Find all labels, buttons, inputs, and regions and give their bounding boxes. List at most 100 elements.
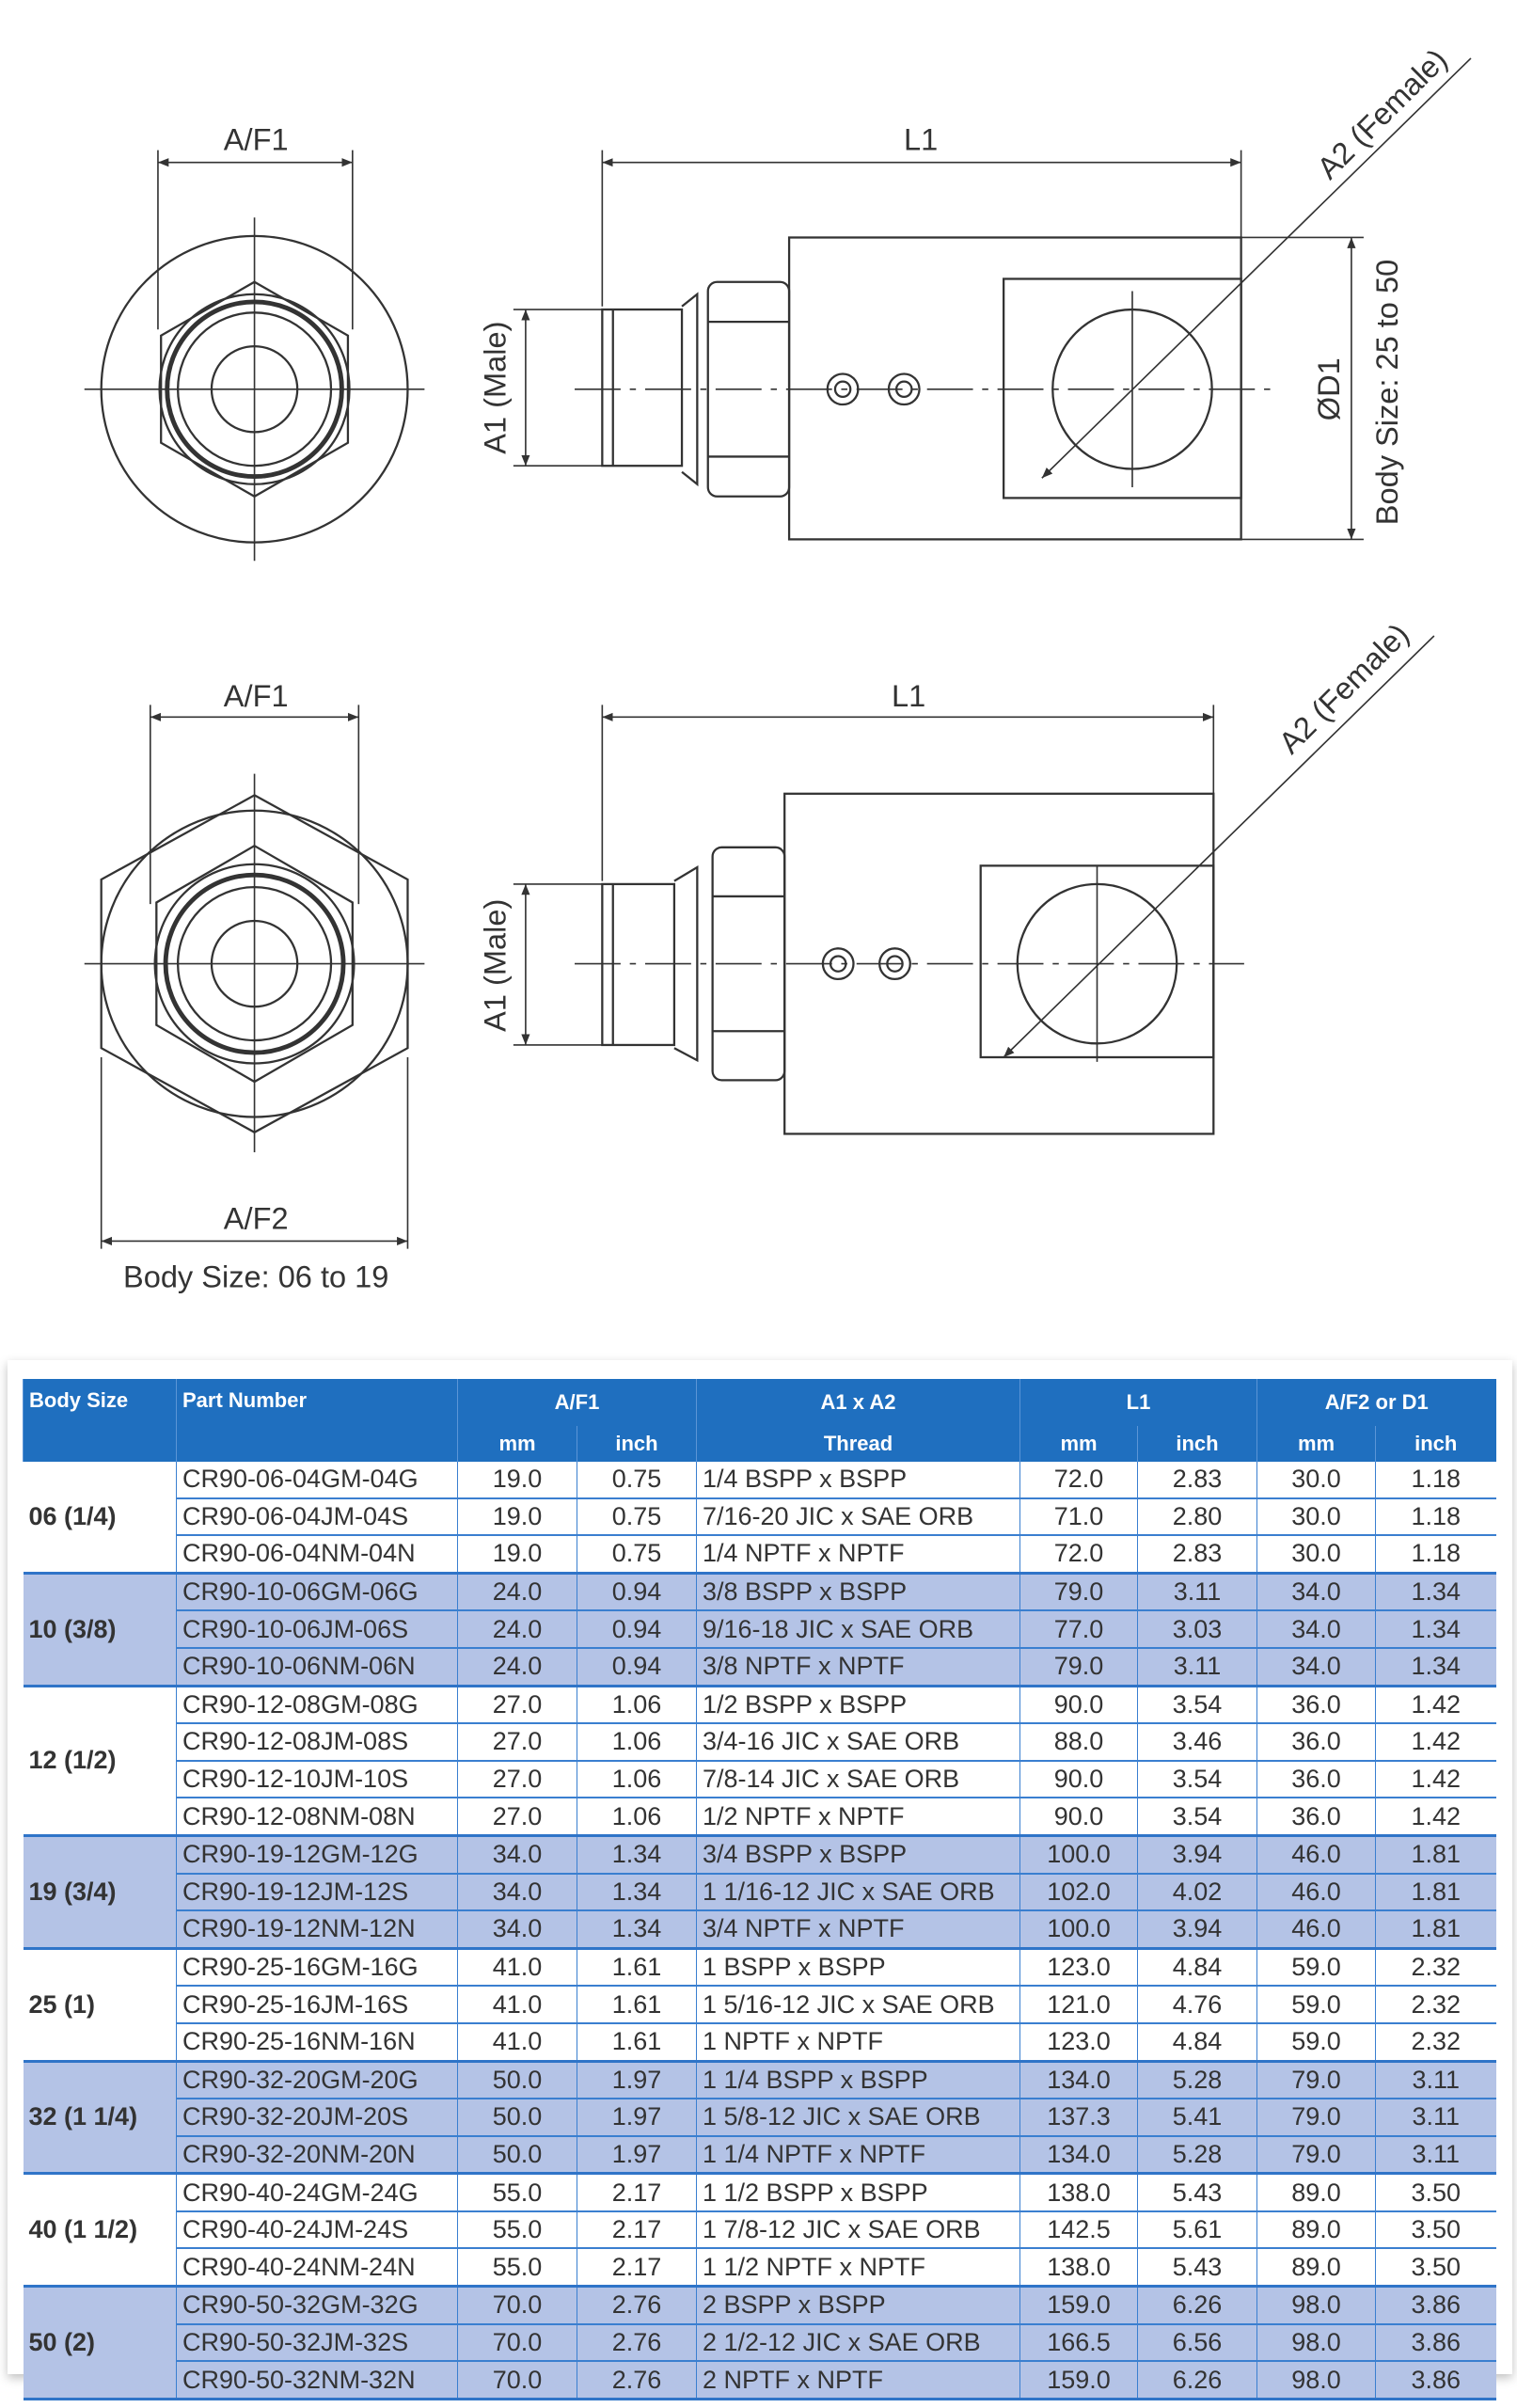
body-size-cell: 25 (1) bbox=[23, 1948, 177, 2063]
af1-inch-cell: 2.17 bbox=[577, 2210, 697, 2250]
af2d1-mm-cell: 89.0 bbox=[1256, 2248, 1376, 2289]
part-number-cell: CR90-10-06NM-06N bbox=[176, 1647, 458, 1687]
body-size-cell: 06 (1/4) bbox=[23, 1462, 177, 1575]
l1-mm-cell: 123.0 bbox=[1019, 1948, 1138, 1988]
part-number-cell: CR90-12-10JM-10S bbox=[176, 1760, 458, 1799]
part-number-cell: CR90-32-20GM-20G bbox=[176, 2061, 458, 2100]
part-number-cell: CR90-32-20NM-20N bbox=[176, 2135, 458, 2176]
l1-inch-cell: 2.83 bbox=[1137, 1535, 1257, 1575]
l1-inch-cell: 4.84 bbox=[1137, 1948, 1257, 1988]
af1-mm-cell: 19.0 bbox=[457, 1462, 577, 1499]
l1-inch-cell: 2.80 bbox=[1137, 1497, 1257, 1537]
part-number-cell: CR90-10-06JM-06S bbox=[176, 1610, 458, 1649]
thread-cell: 3/4 BSPP x BSPP bbox=[696, 1835, 1020, 1875]
body-size-cell: 50 (2) bbox=[23, 2286, 177, 2400]
header-l1: L1 bbox=[1019, 1379, 1257, 1426]
l1-mm-cell: 100.0 bbox=[1019, 1910, 1138, 1950]
l1-mm-cell: 159.0 bbox=[1019, 2286, 1138, 2325]
af1-inch-cell: 2.76 bbox=[577, 2323, 697, 2363]
l1-inch-cell: 3.11 bbox=[1137, 1647, 1257, 1687]
front-view-top bbox=[84, 150, 425, 562]
l1-mm-cell: 72.0 bbox=[1019, 1462, 1138, 1499]
af1-mm-cell: 50.0 bbox=[457, 2099, 577, 2137]
body-size-cell: 12 (1/2) bbox=[23, 1686, 177, 1837]
af1-inch-cell: 0.75 bbox=[577, 1497, 697, 1537]
l1-inch-cell: 6.56 bbox=[1137, 2323, 1257, 2363]
dimensions-table: Body Size Part Number A/F1 A1 x A2 L1 A/… bbox=[23, 1379, 1496, 2400]
af1-mm-cell: 70.0 bbox=[457, 2361, 577, 2400]
af1-inch-cell: 1.61 bbox=[577, 2022, 697, 2063]
af1-inch-cell: 2.17 bbox=[577, 2173, 697, 2212]
thread-cell: 1 1/4 NPTF x NPTF bbox=[696, 2135, 1020, 2176]
header-af2d1: A/F2 or D1 bbox=[1256, 1379, 1496, 1426]
l1-mm-cell: 88.0 bbox=[1019, 1723, 1138, 1762]
body-size-cell: 19 (3/4) bbox=[23, 1835, 177, 1950]
thread-cell: 3/4 NPTF x NPTF bbox=[696, 1910, 1020, 1950]
af2d1-inch-cell: 2.32 bbox=[1375, 2022, 1496, 2063]
af1-mm-cell: 34.0 bbox=[457, 1873, 577, 1912]
l1-mm-cell: 166.5 bbox=[1019, 2323, 1138, 2363]
af2d1-mm-cell: 59.0 bbox=[1256, 1986, 1376, 2024]
af2d1-mm-cell: 98.0 bbox=[1256, 2361, 1376, 2400]
l1-inch-cell: 5.28 bbox=[1137, 2061, 1257, 2100]
af2d1-inch-cell: 3.11 bbox=[1375, 2099, 1496, 2137]
af1-inch-cell: 1.06 bbox=[577, 1760, 697, 1799]
l1-mm-cell: 123.0 bbox=[1019, 2022, 1138, 2063]
af2d1-mm-cell: 46.0 bbox=[1256, 1835, 1376, 1875]
af2d1-mm-cell: 79.0 bbox=[1256, 2099, 1376, 2137]
l1-inch-cell: 4.84 bbox=[1137, 2022, 1257, 2063]
af1-inch-cell: 0.94 bbox=[577, 1647, 697, 1687]
l1-mm-cell: 138.0 bbox=[1019, 2248, 1138, 2289]
header-l1-inch: inch bbox=[1137, 1426, 1257, 1462]
l1-mm-cell: 71.0 bbox=[1019, 1497, 1138, 1537]
part-number-cell: CR90-06-04JM-04S bbox=[176, 1497, 458, 1537]
l1-mm-cell: 134.0 bbox=[1019, 2135, 1138, 2176]
af1-inch-cell: 0.94 bbox=[577, 1573, 697, 1612]
af2d1-inch-cell: 1.42 bbox=[1375, 1686, 1496, 1725]
part-number-cell: CR90-25-16JM-16S bbox=[176, 1986, 458, 2024]
header-af1-mm: mm bbox=[457, 1426, 577, 1462]
part-number-cell: CR90-25-16NM-16N bbox=[176, 2022, 458, 2063]
af1-mm-cell: 24.0 bbox=[457, 1573, 577, 1612]
l1-inch-cell: 3.11 bbox=[1137, 1573, 1257, 1612]
af1-mm-cell: 50.0 bbox=[457, 2135, 577, 2176]
af1-mm-cell: 27.0 bbox=[457, 1686, 577, 1725]
af1-mm-cell: 41.0 bbox=[457, 2022, 577, 2063]
thread-cell: 3/8 BSPP x BSPP bbox=[696, 1573, 1020, 1612]
l1-inch-cell: 3.54 bbox=[1137, 1760, 1257, 1799]
l1-inch-cell: 5.61 bbox=[1137, 2210, 1257, 2250]
af2d1-inch-cell: 1.34 bbox=[1375, 1647, 1496, 1687]
l1-inch-cell: 4.76 bbox=[1137, 1986, 1257, 2024]
af2d1-mm-cell: 46.0 bbox=[1256, 1873, 1376, 1912]
af1-mm-cell: 55.0 bbox=[457, 2173, 577, 2212]
l1-mm-cell: 142.5 bbox=[1019, 2210, 1138, 2250]
part-number-cell: CR90-50-32GM-32G bbox=[176, 2286, 458, 2325]
body-size-label-bottom: Body Size: 06 to 19 bbox=[123, 1259, 388, 1293]
header-af2d1-mm: mm bbox=[1256, 1426, 1376, 1462]
af2d1-mm-cell: 98.0 bbox=[1256, 2323, 1376, 2363]
a1-label-top: A1 (Male) bbox=[479, 322, 513, 454]
af2d1-inch-cell: 1.81 bbox=[1375, 1835, 1496, 1875]
part-number-cell: CR90-10-06GM-06G bbox=[176, 1573, 458, 1612]
l1-inch-cell: 5.28 bbox=[1137, 2135, 1257, 2176]
af2d1-mm-cell: 36.0 bbox=[1256, 1686, 1376, 1725]
thread-cell: 1 1/2 BSPP x BSPP bbox=[696, 2173, 1020, 2212]
header-af1-inch: inch bbox=[577, 1426, 697, 1462]
af1-mm-cell: 24.0 bbox=[457, 1610, 577, 1649]
thread-cell: 2 NPTF x NPTF bbox=[696, 2361, 1020, 2400]
af2-label: A/F2 bbox=[224, 1201, 289, 1235]
af1-inch-cell: 1.34 bbox=[577, 1910, 697, 1950]
l1-inch-cell: 3.54 bbox=[1137, 1798, 1257, 1837]
header-a1a2: A1 x A2 bbox=[696, 1379, 1020, 1426]
l1-mm-cell: 79.0 bbox=[1019, 1647, 1138, 1687]
af1-mm-cell: 70.0 bbox=[457, 2286, 577, 2325]
l1-inch-cell: 5.43 bbox=[1137, 2173, 1257, 2212]
